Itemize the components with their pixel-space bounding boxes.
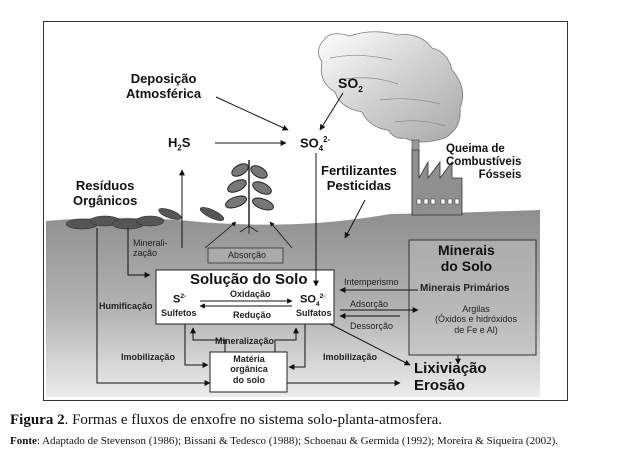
so2-sub: 2: [358, 83, 363, 94]
label-erosao: Erosão: [414, 377, 465, 394]
mineralizacao-top-line1: Minerali-: [133, 238, 168, 248]
label-queima: Queima de Combustíveis Fósseis: [446, 143, 521, 183]
label-intemperismo: Intemperismo: [344, 277, 399, 287]
solucao-title: Solução do Solo: [190, 271, 308, 288]
label-mineralizacao-top: Minerali- zação: [133, 238, 168, 259]
so4-box-sup: 2-: [319, 293, 326, 300]
so4-box-sub: 4: [315, 300, 320, 308]
label-minerais-primarios: Minerais Primários: [420, 283, 510, 294]
label-lixiviacao: Lixiviação: [414, 360, 487, 377]
label-imobilizacao-right: Imobilização: [323, 352, 378, 362]
oxidos-line1: (Óxidos e hidróxidos: [434, 314, 518, 325]
minerais-line1: Minerais: [438, 242, 495, 258]
residuos-line1: Resíduos: [75, 178, 135, 193]
argilas: Argilas: [462, 304, 490, 314]
absorcao-box: [207, 247, 284, 264]
fertilizantes-line2: Pesticidas: [326, 177, 392, 193]
label-sulfatos: Sulfatos: [296, 308, 332, 318]
label-materia-organica: Matéria orgânica do solo: [222, 354, 276, 385]
so4-text: SO: [300, 135, 319, 151]
source-text: : Adaptado de Stevenson (1986); Bissani …: [36, 435, 559, 447]
label-so4-atm: SO42-: [300, 135, 331, 154]
minerais-line2: do Solo: [440, 258, 493, 275]
label-so4-box: SO42-: [300, 293, 325, 308]
label-imobilizacao-left: Imobilização: [121, 352, 176, 362]
solucao-box: [155, 269, 335, 325]
label-h2s: H2S: [168, 135, 191, 154]
queima-line3: Fósseis: [478, 169, 522, 182]
source-label: Fonte: [10, 435, 37, 447]
figure-label: Figura 2: [10, 412, 65, 428]
materia-line1: Matéria: [233, 354, 265, 364]
label-reducao: Redução: [233, 310, 272, 320]
h2s-s: S: [181, 135, 191, 150]
label-residuos: Resíduos Orgânicos: [73, 178, 138, 209]
label-so2: SO2: [338, 75, 363, 94]
organic-residue-icon: [65, 207, 225, 230]
label-sulfetos: Sulfetos: [161, 308, 197, 318]
figure-caption: Figura 2. Formas e fluxos de enxofre no …: [10, 412, 442, 429]
so2-text: SO: [338, 75, 359, 91]
h2s-h: H: [168, 135, 178, 150]
label-fertilizantes: Fertilizantes Pesticidas: [321, 163, 397, 194]
queima-line2: Combustíveis: [446, 156, 522, 169]
label-adsorcao: Adsorção: [350, 299, 389, 309]
smoke-cloud: [318, 31, 464, 143]
deposicao-line1: Deposição: [130, 71, 197, 86]
deposicao-line2: Atmosférica: [126, 85, 202, 101]
s2-text: S: [173, 293, 181, 306]
label-deposicao: Deposição Atmosférica: [126, 71, 202, 102]
label-dessorcao: Dessorção: [350, 321, 394, 331]
materia-organica-box: [209, 351, 288, 393]
mineralizacao-top-line2: zação: [133, 248, 158, 259]
so4-sup: 2-: [323, 135, 331, 144]
materia-line3: do solo: [233, 374, 265, 385]
h2s-sub: 2: [177, 143, 182, 153]
figure-text: . Formas e fluxos de enxofre no sistema …: [64, 412, 442, 428]
queima-line1: Queima de: [446, 143, 505, 155]
oxidos-line2: de Fe e Al): [454, 324, 498, 335]
label-oxidacao: Oxidação: [230, 289, 271, 299]
figure-source: Fonte: Adaptado de Stevenson (1986); Bis…: [10, 434, 620, 449]
label-humificacao: Humificação: [99, 301, 153, 311]
so4-sub: 4: [318, 143, 324, 153]
plant-icon: [225, 160, 274, 234]
residuos-line2: Orgânicos: [73, 192, 138, 208]
s2-sup: 2-: [180, 293, 187, 300]
materia-line2: orgânica: [230, 364, 268, 375]
minerais-box: [408, 239, 537, 356]
so4-box-text: SO: [300, 293, 316, 306]
label-minerais-solo: Minerais do Solo: [438, 242, 495, 274]
fertilizantes-line1: Fertilizantes: [321, 163, 397, 178]
label-mineralizacao: Mineralização: [215, 336, 275, 346]
label-s2: S2-: [173, 293, 186, 306]
label-absorcao: Absorção: [228, 250, 267, 260]
label-argilas-oxidos: Argilas (Óxidos e hidróxidos de Fe e Al): [418, 304, 534, 335]
